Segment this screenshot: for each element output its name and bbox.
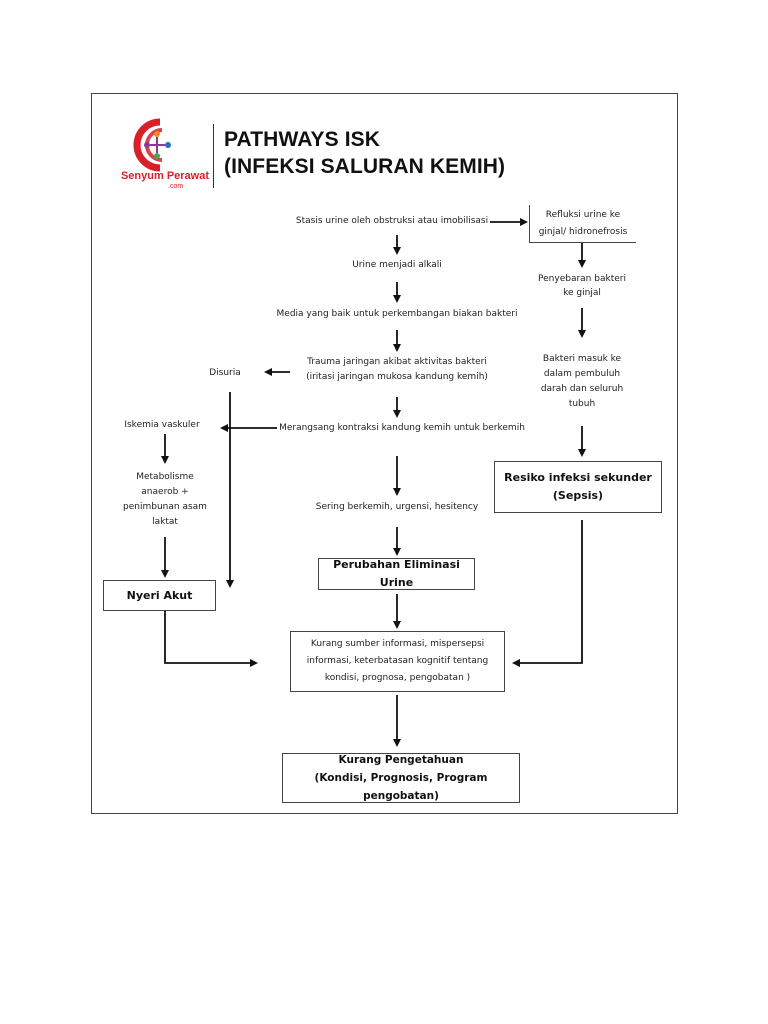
node-refluksi: Refluksi urine ke ginjal/ hidronefrosis <box>529 205 636 243</box>
node-penyebaran-line1: Penyebaran bakteri <box>538 274 626 284</box>
node-bakteri-line1: Bakteri masuk ke <box>542 354 622 364</box>
node-metabolisme-line2: anaerob + <box>141 487 189 497</box>
node-bakteri-line4: tubuh <box>568 399 596 409</box>
logo-subtext: .com <box>168 183 184 190</box>
node-kurang-info: Kurang sumber informasi, mispersepsi inf… <box>290 631 505 692</box>
node-merangsang: Merangsang kontraksi kandung kemih untuk… <box>279 423 525 433</box>
node-kurang-info-line3: kondisi, prognosa, pengobatan ) <box>324 673 471 683</box>
node-kurang-pengetahuan-line1: Kurang Pengetahuan <box>338 754 464 766</box>
logo <box>120 116 210 196</box>
node-stasis: Stasis urine oleh obstruksi atau imobili… <box>295 216 489 226</box>
node-perubahan: Perubahan Eliminasi Urine <box>318 558 475 590</box>
node-perubahan-label: Perubahan Eliminasi Urine <box>333 558 460 589</box>
node-penyebaran: Penyebaran bakteri ke ginjal <box>525 272 639 300</box>
node-resiko-line1: Resiko infeksi sekunder <box>504 471 652 484</box>
page-title-line1: PATHWAYS ISK <box>224 128 381 151</box>
node-metabolisme-line1: Metabolisme <box>136 472 194 482</box>
node-metabolisme: Metabolisme anaerob + penimbunan asam la… <box>116 470 214 530</box>
node-disuria: Disuria <box>209 368 241 378</box>
node-bakteri-line3: darah dan seluruh <box>540 384 624 394</box>
node-kurang-pengetahuan: Kurang Pengetahuan (Kondisi, Prognosis, … <box>282 753 520 803</box>
node-iskemia: Iskemia vaskuler <box>124 420 200 430</box>
node-nyeri: Nyeri Akut <box>103 580 216 611</box>
node-bakteri: Bakteri masuk ke dalam pembuluh darah da… <box>527 352 637 412</box>
title-divider <box>213 124 214 188</box>
node-alkali: Urine menjadi alkali <box>352 260 442 270</box>
page-title-line2: (INFEKSI SALURAN KEMIH) <box>224 155 506 178</box>
node-metabolisme-line4: laktat <box>152 517 178 527</box>
node-bakteri-line2: dalam pembuluh <box>543 369 621 379</box>
node-refluksi-line2: ginjal/ hidronefrosis <box>538 226 628 237</box>
node-penyebaran-line2: ke ginjal <box>563 288 601 298</box>
node-trauma-line1: Trauma jaringan akibat aktivitas bakteri <box>307 357 487 367</box>
node-refluksi-line1: Refluksi urine ke <box>545 209 621 220</box>
node-sering: Sering berkemih, urgensi, hesitency <box>315 502 479 512</box>
node-metabolisme-line3: penimbunan asam <box>123 502 207 512</box>
diagram-frame <box>91 93 678 814</box>
node-kurang-info-line1: Kurang sumber informasi, mispersepsi <box>310 639 485 649</box>
node-resiko: Resiko infeksi sekunder (Sepsis) <box>494 461 662 513</box>
node-media: Media yang baik untuk perkembangan biaka… <box>276 309 518 319</box>
logo-text: Senyum Perawat <box>120 170 210 182</box>
node-trauma-line2: (iritasi jaringan mukosa kandung kemih) <box>306 372 488 382</box>
node-kurang-info-line2: informasi, keterbatasan kognitif tentang <box>306 656 489 666</box>
node-nyeri-label: Nyeri Akut <box>126 588 193 602</box>
node-resiko-line2: (Sepsis) <box>552 489 604 502</box>
logo-icon <box>133 118 171 172</box>
node-kurang-pengetahuan-line2: (Kondisi, Prognosis, Program pengobatan) <box>314 772 488 802</box>
node-trauma: Trauma jaringan akibat aktivitas bakteri… <box>280 355 514 385</box>
